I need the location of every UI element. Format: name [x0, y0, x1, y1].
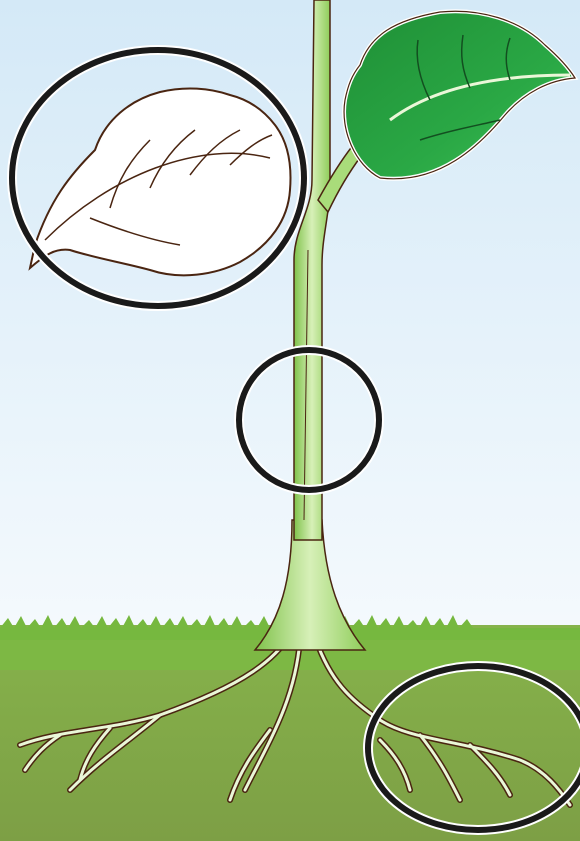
plant-drawing — [0, 0, 580, 841]
plant-parts-illustration — [0, 0, 580, 841]
